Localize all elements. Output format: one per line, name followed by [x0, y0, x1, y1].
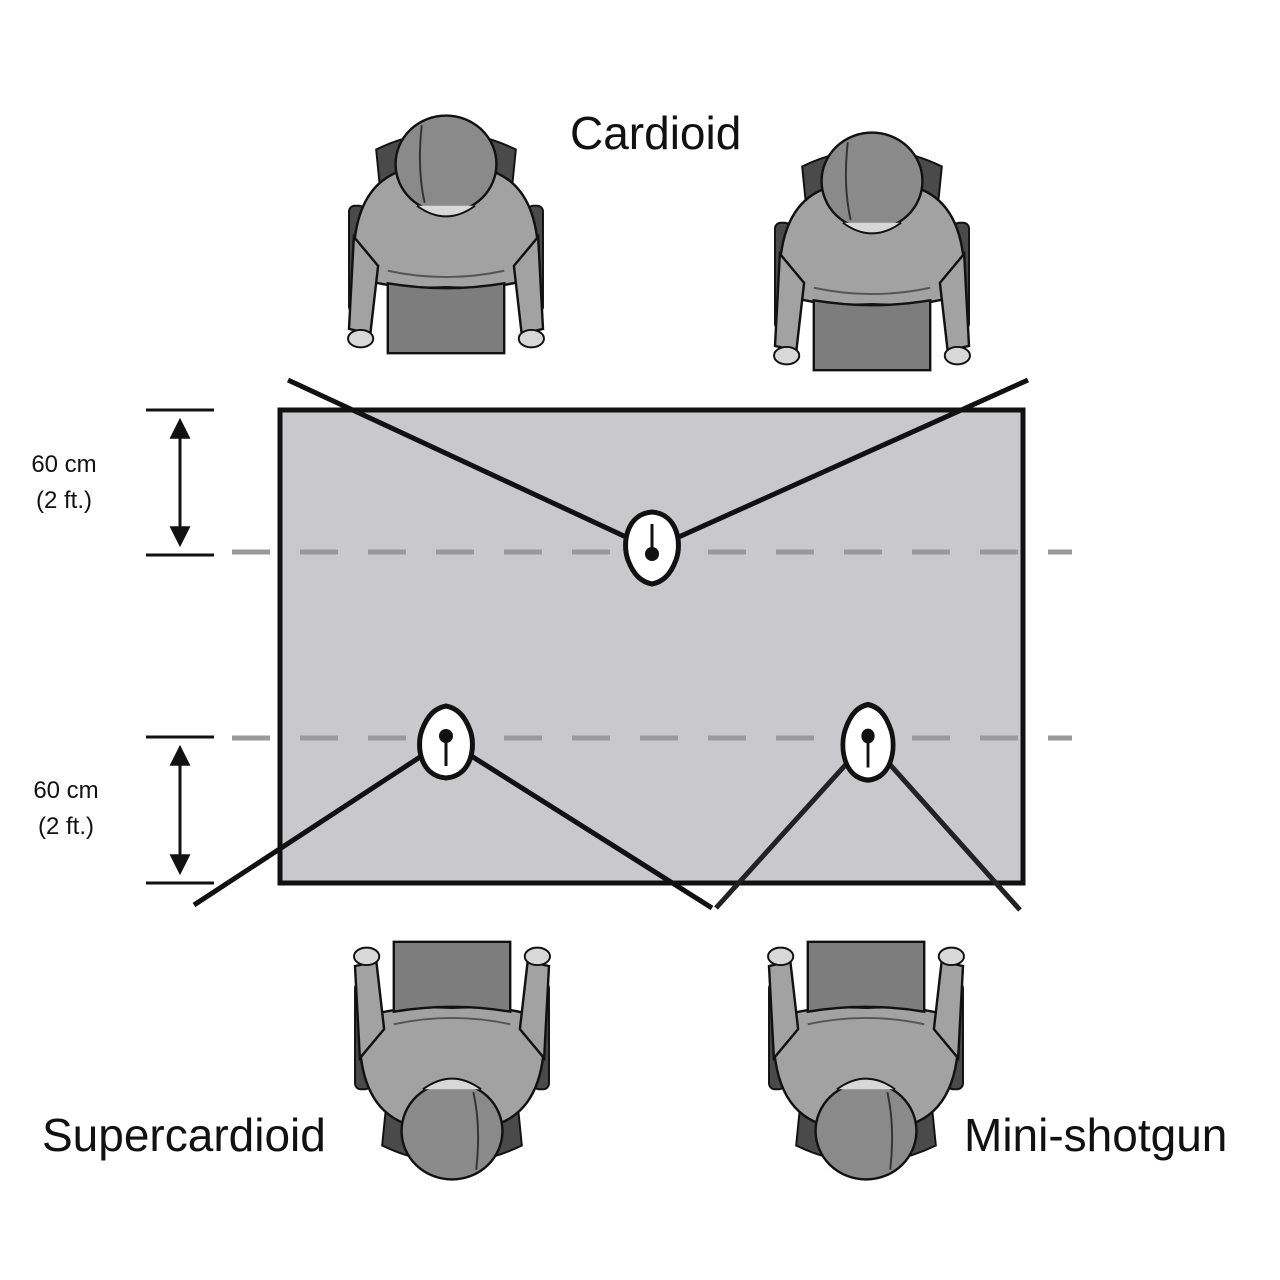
person-top-right — [772, 131, 972, 372]
dimension-bottom-imperial: (2 ft.) — [37, 813, 94, 840]
dimension-bottom — [146, 735, 214, 885]
cardioid-label: Cardioid — [570, 107, 742, 159]
mini-shotgun-mic-icon — [843, 705, 893, 781]
supercardioid-pickup-lines — [192, 737, 714, 911]
dimension-top-metric: 60 cm — [31, 451, 97, 478]
dimension-top-label: 60 cm (2 ft.) — [18, 447, 110, 519]
cardioid-pickup-lines — [286, 377, 1030, 552]
person-bottom-left — [352, 940, 552, 1181]
dimension-bottom-metric: 60 cm — [33, 777, 99, 804]
dimension-top-imperial: (2 ft.) — [35, 487, 92, 514]
dimension-top — [146, 408, 214, 557]
cardioid-mic-icon — [626, 512, 679, 584]
person-top-left — [346, 114, 546, 355]
supercardioid-label: Supercardioid — [42, 1109, 326, 1161]
table — [277, 407, 1026, 886]
dimension-bottom-label: 60 cm (2 ft.) — [20, 773, 112, 845]
mini-shotgun-label: Mini-shotgun — [964, 1109, 1228, 1161]
mini-shotgun-pickup-lines — [714, 738, 1022, 912]
person-bottom-right — [766, 940, 966, 1181]
supercardioid-mic-icon — [420, 706, 473, 778]
